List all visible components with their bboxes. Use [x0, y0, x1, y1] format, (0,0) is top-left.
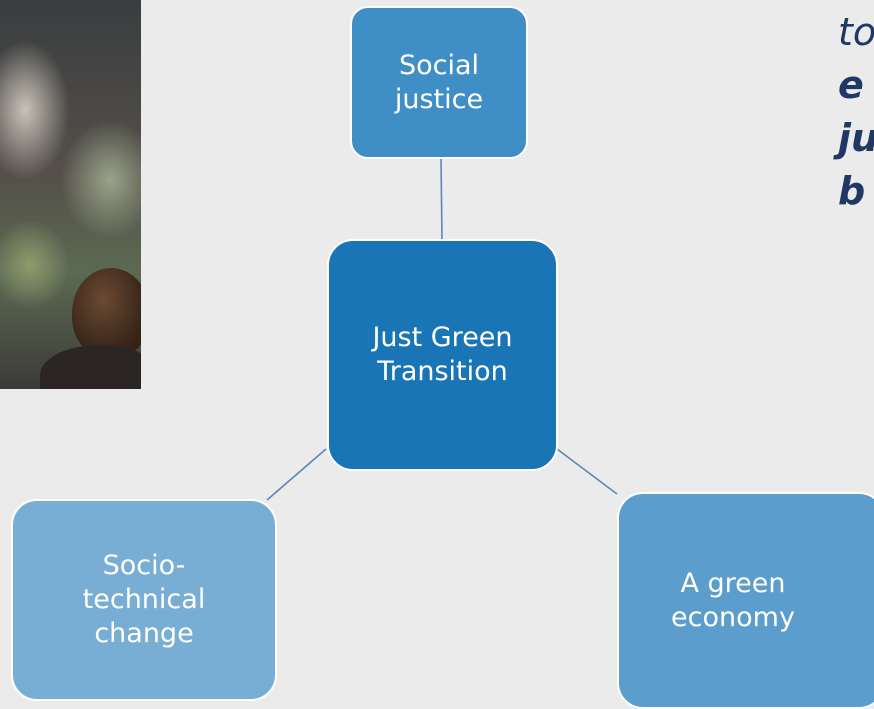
node-social-justice-label: Social justice — [394, 49, 484, 115]
node-social-justice: Social justice — [350, 6, 528, 159]
node-socio-technical-label: Socio-technical change — [82, 550, 206, 649]
node-socio-technical-change: Socio-technical change — [11, 499, 277, 701]
connector-center-social — [440, 158, 443, 240]
connector-center-socio — [266, 448, 327, 501]
node-just-green-transition: Just Green Transition — [327, 239, 558, 471]
connector-center-green — [556, 448, 618, 495]
side-text-line-2: e — [838, 63, 864, 107]
side-text-line-3: ju — [838, 116, 874, 160]
side-quote-text: to e ju b — [838, 6, 874, 218]
side-text-line-4: b — [838, 169, 866, 213]
node-green-economy-label: A green economy — [671, 567, 795, 633]
crowd-photo — [0, 0, 141, 389]
side-text-line-1: to — [838, 10, 874, 54]
node-green-economy: A green economy — [617, 492, 874, 709]
node-center-label: Just Green Transition — [372, 322, 513, 387]
